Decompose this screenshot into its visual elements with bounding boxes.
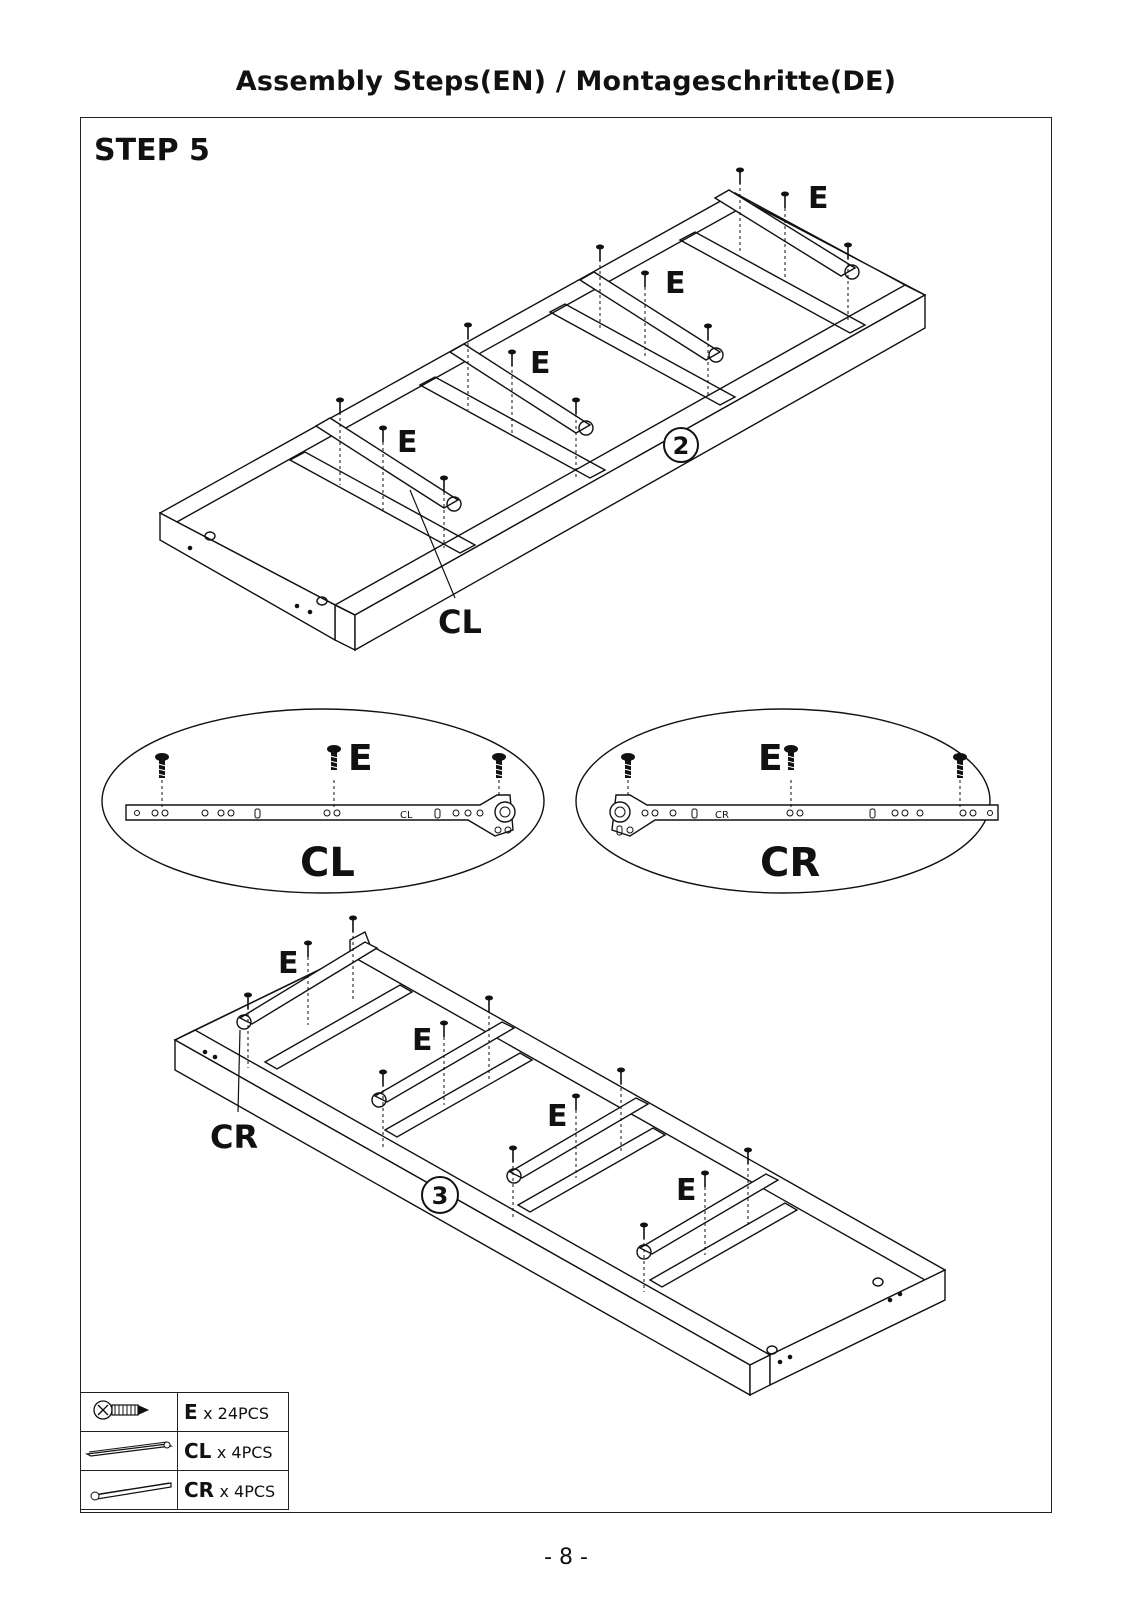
screw-label: E bbox=[676, 1173, 697, 1208]
frame-number-badge: 3 bbox=[421, 1176, 459, 1214]
step-label: STEP 5 bbox=[94, 133, 210, 168]
page-title: Assembly Steps(EN) / Montageschritte(DE) bbox=[235, 66, 897, 97]
screw-label: E bbox=[412, 1023, 433, 1058]
screw-label: E bbox=[758, 738, 783, 779]
cl-runner-label: CL bbox=[438, 603, 482, 641]
screw-label: E bbox=[348, 738, 373, 779]
screw-label: E bbox=[530, 346, 551, 381]
part-qty: x 4PCS bbox=[216, 1443, 273, 1462]
screw-icon bbox=[80, 1392, 178, 1432]
runner-left-icon bbox=[80, 1431, 178, 1471]
parts-row: CR x 4PCS bbox=[80, 1470, 289, 1510]
runner-stamp: CR bbox=[715, 810, 729, 821]
screw-label: E bbox=[665, 266, 686, 301]
cl-detail-oval: CL E CL bbox=[101, 708, 545, 894]
runner-stamp: CL bbox=[400, 810, 413, 821]
runner-right-icon bbox=[80, 1470, 178, 1510]
parts-row: CL x 4PCS bbox=[80, 1431, 289, 1471]
page-number: - 8 - bbox=[544, 1545, 588, 1570]
screw-label: E bbox=[278, 946, 299, 981]
part-code: E bbox=[184, 1400, 198, 1424]
part-code: CL bbox=[184, 1439, 212, 1463]
frame-3-drawing bbox=[173, 918, 947, 1397]
cr-detail-label: CR bbox=[760, 840, 820, 886]
cr-detail-oval: CR E CR bbox=[575, 708, 999, 894]
parts-list: E x 24PCS CL x 4PCS CR x 4PCS bbox=[80, 1392, 289, 1510]
screw-label: E bbox=[808, 181, 829, 216]
svg-text:2: 2 bbox=[673, 432, 690, 460]
part-qty: x 4PCS bbox=[219, 1482, 276, 1501]
screw-label: E bbox=[547, 1099, 568, 1134]
svg-text:3: 3 bbox=[432, 1182, 449, 1210]
frame-number-badge: 2 bbox=[663, 427, 699, 463]
cr-runner-label: CR bbox=[210, 1118, 258, 1156]
frame-2-drawing bbox=[158, 170, 927, 652]
cl-detail-label: CL bbox=[300, 840, 355, 886]
screw-label: E bbox=[397, 425, 418, 460]
parts-row: E x 24PCS bbox=[80, 1392, 289, 1432]
part-code: CR bbox=[184, 1478, 215, 1502]
part-qty: x 24PCS bbox=[203, 1404, 269, 1423]
step-frame bbox=[80, 117, 1052, 1513]
